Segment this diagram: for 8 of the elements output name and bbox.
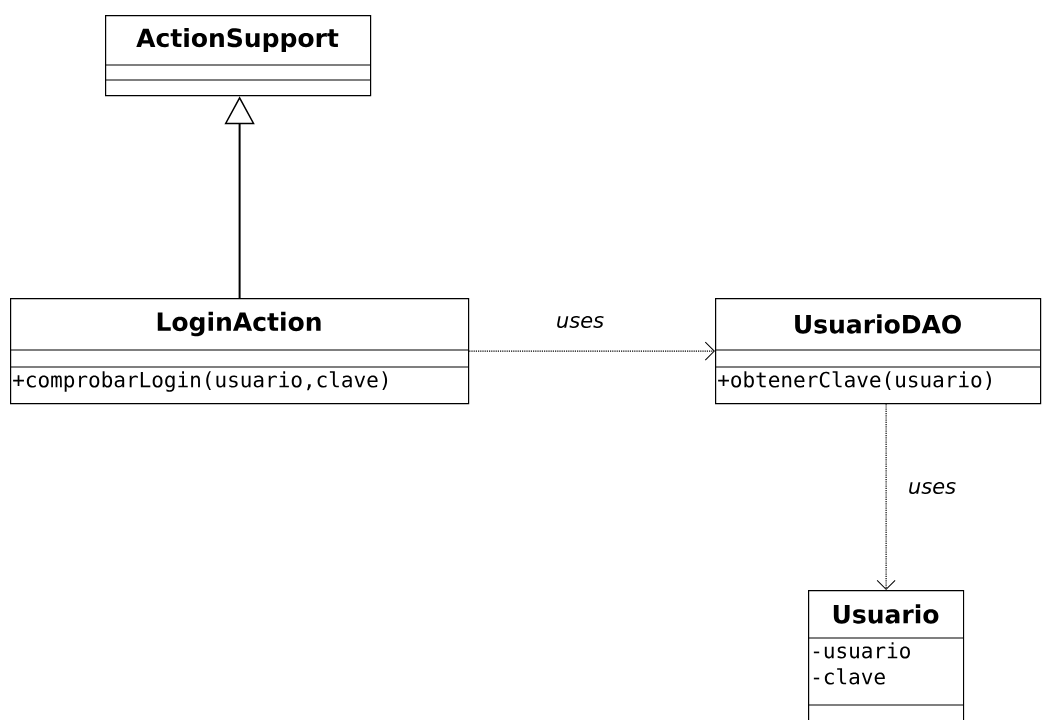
class-box: ActionSupport (104, 15, 372, 97)
edge-label: uses (554, 314, 606, 330)
class-box: Usuario -usuario -clave (807, 590, 965, 720)
dependency-arrow (468, 341, 715, 361)
class-box: UsuarioDAO +obtenerClave(usuario) (714, 298, 1042, 405)
edge-label: uses (906, 481, 958, 496)
class-box: LoginAction +comprobarLogin(usuario,clave) (9, 298, 470, 405)
dependency-arrow (876, 403, 896, 590)
